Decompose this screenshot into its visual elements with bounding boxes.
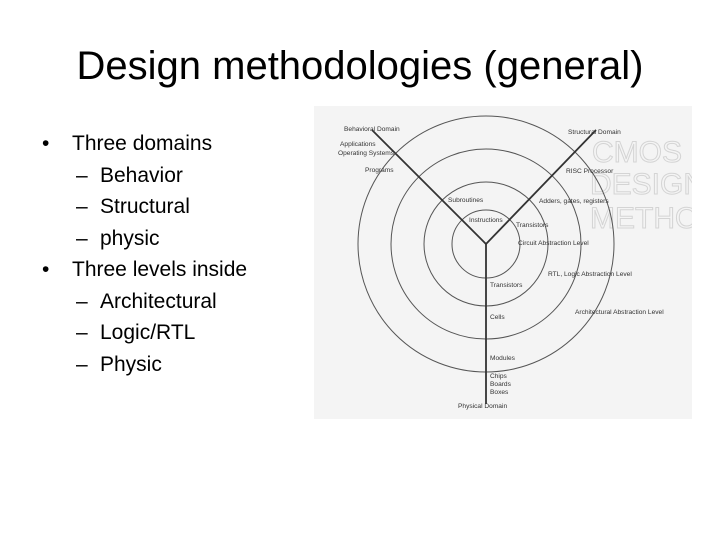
bullet-list: •Three domains –Behavior –Structural –ph… bbox=[42, 128, 247, 380]
physical-item: Chips bbox=[490, 373, 508, 380]
physical-domain-label: Physical Domain bbox=[458, 403, 507, 410]
y-chart-svg: CMOS DESIGN METHOD Behavioral Domain Str… bbox=[338, 115, 692, 410]
physical-item: Cells bbox=[490, 314, 505, 321]
structural-axis bbox=[485, 129, 597, 245]
physical-item: Boxes bbox=[490, 389, 509, 396]
dash-marker: – bbox=[76, 289, 88, 313]
bullet-text: Structural bbox=[100, 195, 190, 218]
circuit-level-label: Circuit Abstraction Level bbox=[518, 240, 589, 247]
dash-marker: – bbox=[76, 195, 88, 218]
bullet-marker: • bbox=[42, 258, 50, 281]
bullet-text: Architectural bbox=[100, 289, 217, 313]
dash-marker: – bbox=[76, 352, 88, 376]
structural-item: Adders, gates, registers bbox=[539, 198, 609, 205]
bullet-text: Behavior bbox=[100, 163, 183, 187]
bullet-text: Logic/RTL bbox=[100, 321, 196, 344]
watermark-line-2: DESIGN bbox=[590, 168, 692, 201]
behavioral-item: Instructions bbox=[469, 217, 503, 224]
sub-bullet-item: –Physic bbox=[42, 349, 247, 381]
slide-title: Design methodologies (general) bbox=[76, 44, 644, 88]
y-chart-diagram: CMOS DESIGN METHOD Behavioral Domain Str… bbox=[314, 106, 692, 419]
sub-bullet-item: –Architectural bbox=[42, 286, 247, 318]
dash-marker: – bbox=[76, 226, 88, 250]
rtl-level-label: RTL, Logic Abstraction Level bbox=[548, 271, 632, 278]
structural-domain-label: Structural Domain bbox=[568, 129, 621, 136]
dash-marker: – bbox=[76, 163, 88, 187]
behavioral-domain-label: Behavioral Domain bbox=[344, 126, 400, 133]
bullet-text: Three levels inside bbox=[72, 258, 248, 281]
bullet-text: Physic bbox=[100, 352, 162, 376]
watermark-line-1: CMOS bbox=[592, 136, 682, 169]
watermark-line-3: METHOD bbox=[590, 202, 692, 235]
bullet-item: • Three domains bbox=[42, 128, 247, 160]
bullet-marker: • bbox=[42, 132, 50, 155]
behavioral-item: Subroutines bbox=[448, 197, 484, 204]
behavioral-axis bbox=[371, 129, 487, 245]
dash-marker: – bbox=[76, 321, 88, 344]
architectural-level-label: Architectural Abstraction Level bbox=[575, 309, 664, 316]
physical-item: Boards bbox=[490, 381, 512, 388]
bullet-item: • Three levels inside bbox=[42, 254, 247, 286]
behavioral-item: Programs bbox=[365, 167, 394, 174]
sub-bullet-item: –physic bbox=[42, 223, 247, 255]
sub-bullet-item: –Logic/RTL bbox=[42, 317, 247, 349]
bullet-text: Three domains bbox=[72, 132, 213, 155]
sub-bullet-item: –Structural bbox=[42, 191, 247, 223]
physical-item: Modules bbox=[490, 355, 516, 362]
physical-item: Transistors bbox=[490, 282, 523, 289]
bullet-text: physic bbox=[100, 226, 160, 250]
behavioral-item: Applications bbox=[340, 141, 376, 148]
structural-item: RISC Processor bbox=[566, 168, 614, 175]
sub-bullet-item: –Behavior bbox=[42, 160, 247, 192]
behavioral-item: Operating Systems bbox=[338, 150, 395, 157]
structural-item: Transistors bbox=[516, 222, 549, 229]
